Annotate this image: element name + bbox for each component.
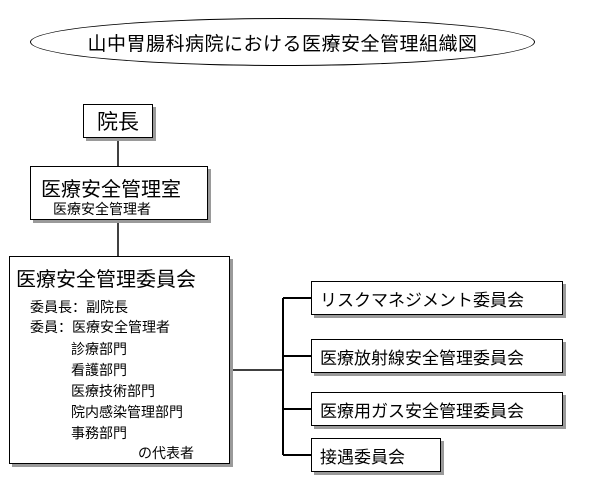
safety-office-member: 医療安全管理者: [53, 202, 151, 218]
committee-department: 院内感染管理部門: [71, 405, 183, 421]
committee-suffix: の代表者: [138, 446, 194, 462]
committee-department: 診療部門: [71, 342, 127, 358]
safety-office-box: 医療安全管理室 医療安全管理者: [30, 166, 208, 220]
committee-department: 事務部門: [71, 426, 127, 442]
committee-department: 医療技術部門: [71, 384, 155, 400]
sub-committee-hospitality: 接遇委員会: [311, 438, 441, 472]
safety-office-name: 医療安全管理室: [41, 177, 181, 201]
committee-chair: 委員長：副院長: [30, 300, 128, 316]
committee-members-label: 委員：医療安全管理者: [30, 320, 170, 336]
sub-committee-radiation-safety: 医療放射線安全管理委員会: [311, 339, 563, 373]
committee-name: 医療安全管理委員会: [16, 267, 196, 291]
committee-department: 看護部門: [71, 363, 127, 379]
sub-committee-medical-gas-safety: 医療用ガス安全管理委員会: [311, 392, 563, 426]
director-box: 院長: [83, 104, 153, 138]
safety-committee-box: 医療安全管理委員会 委員長：副院長 委員：医療安全管理者 診療部門 看護部門 医…: [9, 256, 230, 464]
chart-title: 山中胃腸科病院における医療安全管理組織図: [30, 18, 535, 66]
sub-committee-risk-management: リスクマネジメント委員会: [311, 281, 563, 315]
